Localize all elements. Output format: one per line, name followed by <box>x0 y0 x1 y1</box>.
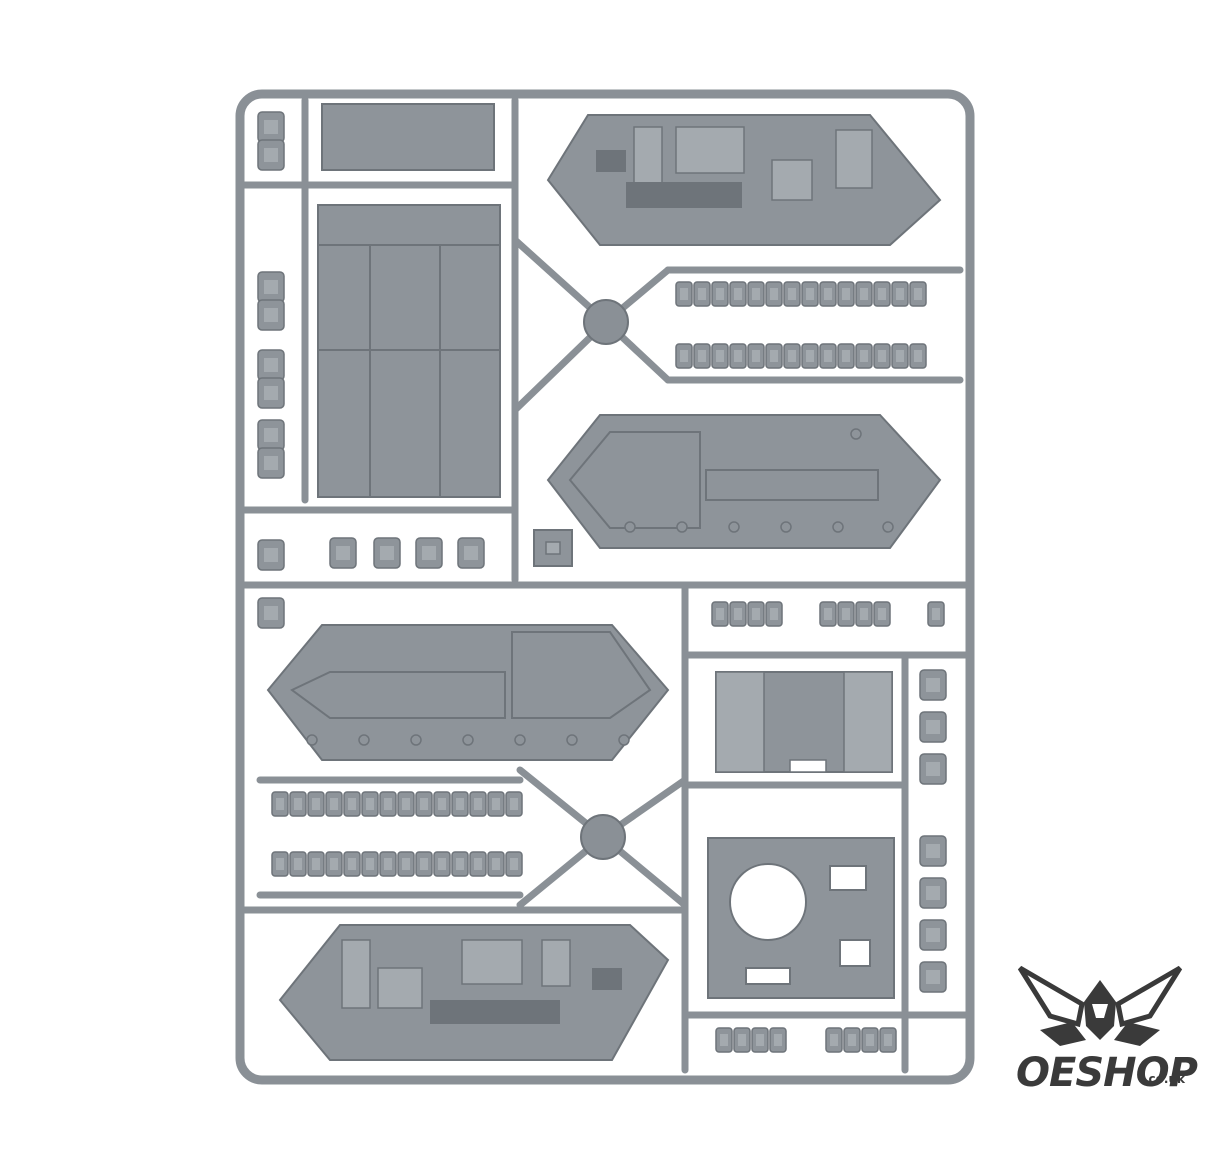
roof-panel-part <box>317 204 501 498</box>
track-pieces-right-top <box>711 601 945 627</box>
logo-wordmark: OESHOP <box>1016 1050 1198 1096</box>
logo-domain-suffix: .co.uk <box>1144 1072 1185 1086</box>
track-pieces-right-bottom <box>715 1027 897 1053</box>
small-link-parts-right <box>919 669 947 993</box>
top-plate-part <box>321 103 495 171</box>
hatch-window <box>545 541 561 555</box>
hull-side-detailed-bottom <box>278 924 670 1061</box>
sprue-runners <box>236 96 974 1074</box>
hull-side-plain-left <box>266 624 670 761</box>
winged-helmet-icon <box>1017 965 1183 1046</box>
oeshop-logo: OESHOP .co.uk <box>1000 960 1200 1120</box>
track-row-bottom-1 <box>271 791 523 817</box>
rear-panel-part <box>715 671 893 773</box>
front-plate-part <box>707 837 895 999</box>
hull-side-detailed-top <box>546 114 942 246</box>
track-row-top-1 <box>675 281 927 307</box>
runner-hub-bottom <box>580 814 626 860</box>
hull-side-plain-right <box>546 414 942 549</box>
runner-hub-top <box>583 299 629 345</box>
track-row-top-2 <box>675 343 927 369</box>
track-row-bottom-2 <box>271 851 523 877</box>
